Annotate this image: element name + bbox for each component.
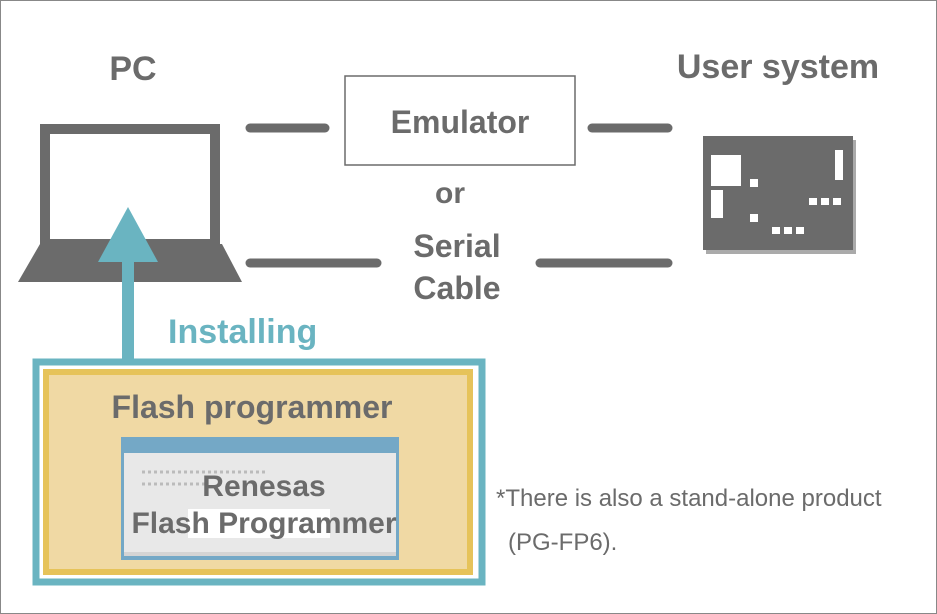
circuit-board-icon xyxy=(703,136,856,254)
rfp-window: Renesas Flash Programmer xyxy=(121,437,399,560)
user-system-label: User system xyxy=(677,48,879,86)
emulator-label: Emulator xyxy=(391,104,530,140)
note-line-1: *There is also a stand-alone product xyxy=(496,485,882,512)
flash-programmer-label: Flash programmer xyxy=(112,389,393,425)
or-label: or xyxy=(435,177,465,210)
note-line-2: (PG-FP6). xyxy=(508,529,617,556)
pc-label: PC xyxy=(109,50,156,88)
cables xyxy=(245,123,673,268)
installing-label: Installing xyxy=(168,313,317,351)
rfp-label-1: Renesas xyxy=(202,470,325,503)
serial-label-1: Serial xyxy=(413,228,500,264)
emulator-box xyxy=(344,75,576,166)
placeholder-dots xyxy=(142,470,268,486)
serial-label-2: Cable xyxy=(413,270,500,306)
rfp-label-2: Flash Programmer xyxy=(131,507,396,540)
highlight-field xyxy=(188,509,330,538)
installing-arrow-icon xyxy=(98,207,158,360)
